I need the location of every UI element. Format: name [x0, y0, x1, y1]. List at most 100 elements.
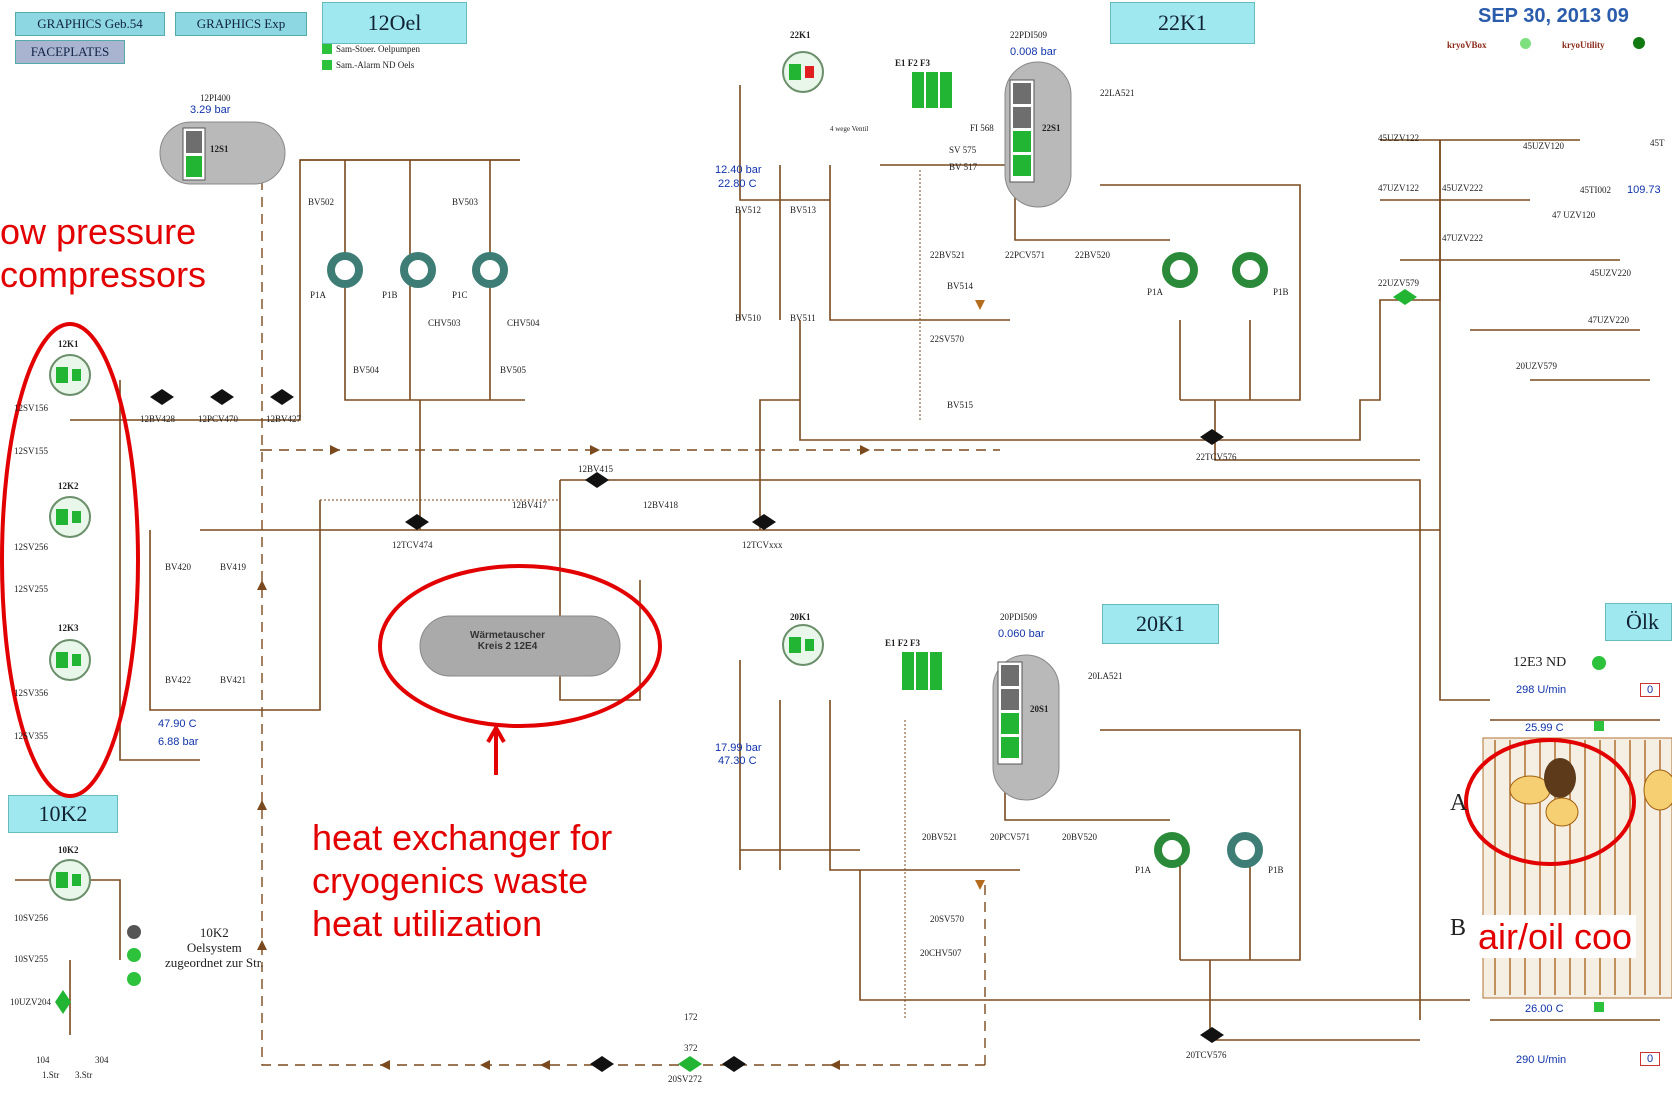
- valve-tag[interactable]: BV511: [790, 313, 816, 323]
- valve-tag[interactable]: CHV504: [507, 318, 540, 328]
- valve-tag[interactable]: 12SV356: [14, 688, 49, 698]
- filters-20-label: E1 F2 F3: [885, 638, 920, 648]
- speed2-box[interactable]: 0: [1640, 1052, 1661, 1066]
- valve-tag[interactable]: BV422: [165, 675, 192, 685]
- section-10k2[interactable]: 10K2: [8, 795, 118, 833]
- valve-tag[interactable]: 45UZV122: [1378, 133, 1419, 143]
- faceplates-button[interactable]: FACEPLATES: [15, 40, 125, 64]
- pdi509-22-value[interactable]: 0.008 bar: [1010, 46, 1057, 58]
- valve-tag[interactable]: 45UZV120: [1523, 141, 1564, 151]
- valve-tag[interactable]: BV513: [790, 205, 817, 215]
- valve-tag[interactable]: BV420: [165, 562, 192, 572]
- valve-tag[interactable]: 12SV255: [14, 584, 49, 594]
- valve-tag[interactable]: 12SV355: [14, 731, 49, 741]
- k22-temp[interactable]: 22.80 C: [718, 178, 757, 190]
- valve-tag[interactable]: 104: [36, 1055, 50, 1065]
- valve-tag[interactable]: BV421: [220, 675, 247, 685]
- valve-tag[interactable]: 20PCV571: [990, 832, 1031, 842]
- valve-tag[interactable]: 22UZV579: [1378, 278, 1419, 288]
- valve-tag[interactable]: BV512: [735, 205, 762, 215]
- section-olk[interactable]: Ölk: [1605, 603, 1672, 641]
- oil-temp[interactable]: 47.90 C: [158, 718, 197, 730]
- valve-tag[interactable]: 20SV570: [930, 914, 965, 924]
- k10k2-line: Oelsystem: [186, 940, 242, 955]
- valve-tag[interactable]: BV510: [735, 313, 762, 323]
- oil-pressure[interactable]: 6.88 bar: [158, 736, 199, 748]
- valve-tag[interactable]: 20UZV579: [1516, 361, 1557, 371]
- valve-tag[interactable]: 22LA521: [1100, 88, 1135, 98]
- strand-1-dot[interactable]: [127, 925, 141, 939]
- valve-tag[interactable]: 45T: [1650, 138, 1665, 148]
- speed1-box[interactable]: 0: [1640, 683, 1661, 697]
- valve-tag[interactable]: 12BV415: [578, 464, 614, 474]
- valve-tag[interactable]: 22SV570: [930, 334, 965, 344]
- alarm-oelpumpen-label: Sam-Stoer. Oelpumpen: [336, 44, 420, 54]
- temp-b-value[interactable]: 26.00 C: [1525, 1003, 1564, 1015]
- strand-2-dot[interactable]: [127, 948, 141, 962]
- pi400-value[interactable]: 3.29 bar: [190, 104, 231, 116]
- valve-tag[interactable]: 12BV417: [512, 500, 548, 510]
- graphics-exp-button[interactable]: GRAPHICS Exp: [175, 12, 307, 36]
- valve-tag[interactable]: 20TCV576: [1186, 1050, 1227, 1060]
- valve-tag[interactable]: 1.Str: [42, 1070, 60, 1080]
- valve-tag[interactable]: 372: [684, 1043, 698, 1053]
- valve-tag[interactable]: 20BV521: [922, 832, 958, 842]
- valve-tag[interactable]: 12TCV474: [392, 540, 433, 550]
- ti002-value[interactable]: 109.73: [1627, 184, 1661, 196]
- section-20k1[interactable]: 20K1: [1102, 604, 1219, 644]
- section-22k1[interactable]: 22K1: [1110, 2, 1255, 44]
- section-12oel[interactable]: 12Oel: [322, 2, 467, 44]
- valve-tag[interactable]: 45UZV222: [1442, 183, 1483, 193]
- valve-tag[interactable]: 22BV521: [930, 250, 966, 260]
- valve-tag[interactable]: 12BV418: [643, 500, 679, 510]
- valve-tag[interactable]: BV515: [947, 400, 974, 410]
- valve-tag[interactable]: 20CHV507: [920, 948, 962, 958]
- valve-tag[interactable]: 22TCV576: [1196, 452, 1237, 462]
- valve-tag[interactable]: 20BV520: [1062, 832, 1098, 842]
- valve-tag[interactable]: SV 575: [949, 145, 977, 155]
- valve-tag[interactable]: BV503: [452, 197, 479, 207]
- k20-temp[interactable]: 47.30 C: [718, 755, 757, 767]
- valve-tag[interactable]: 12PCV470: [198, 414, 239, 424]
- valve-tag[interactable]: 3.Str: [75, 1070, 93, 1080]
- valve-tag[interactable]: 12SV155: [14, 446, 49, 456]
- valve-tag[interactable]: 12TCVxxx: [742, 540, 783, 550]
- valve-tag[interactable]: 20LA521: [1088, 671, 1123, 681]
- valve-tag[interactable]: FI 568: [970, 123, 994, 133]
- valve-tag[interactable]: 172: [684, 1012, 698, 1022]
- valve-tag[interactable]: BV419: [220, 562, 247, 572]
- valve-tag[interactable]: BV502: [308, 197, 335, 207]
- temp-a-value[interactable]: 25.99 C: [1525, 722, 1564, 734]
- valve-tag[interactable]: 12SV256: [14, 542, 49, 552]
- k10k2-info: 10K2 Oelsystem zugeordnet zur Str.: [165, 925, 264, 970]
- speed2-value[interactable]: 290 U/min: [1516, 1054, 1567, 1066]
- valve-tag[interactable]: 22BV520: [1075, 250, 1111, 260]
- valve-tag[interactable]: BV514: [947, 281, 974, 291]
- valve-tag[interactable]: 12BV428: [140, 414, 176, 424]
- k20-pressure[interactable]: 17.99 bar: [715, 742, 762, 754]
- valve-tag[interactable]: 47 UZV120: [1552, 210, 1596, 220]
- valve-tag[interactable]: BV504: [353, 365, 380, 375]
- valve-tag[interactable]: CHV503: [428, 318, 461, 328]
- valve-tag[interactable]: 12BV427: [266, 414, 302, 424]
- graphics-geb54-button[interactable]: GRAPHICS Geb.54: [15, 12, 165, 36]
- valve-tag[interactable]: 47UZV122: [1378, 183, 1419, 193]
- valve-tag[interactable]: BV505: [500, 365, 527, 375]
- valve-tag[interactable]: 47UZV220: [1588, 315, 1629, 325]
- valve-tag[interactable]: 10SV256: [14, 913, 49, 923]
- valve-tag[interactable]: 22PCV571: [1005, 250, 1046, 260]
- valve-tag[interactable]: BV 517: [949, 162, 978, 172]
- valve-tag[interactable]: 10UZV204: [10, 997, 51, 1007]
- valve-tag[interactable]: 10SV255: [14, 954, 49, 964]
- valve-tag[interactable]: 20SV272: [668, 1074, 703, 1084]
- k22-pressure[interactable]: 12.40 bar: [715, 164, 762, 176]
- valve-tag[interactable]: 12SV156: [14, 403, 49, 413]
- valve-tag[interactable]: 47UZV222: [1442, 233, 1483, 243]
- valve-tag[interactable]: 45UZV220: [1590, 268, 1631, 278]
- pdi509-20-value[interactable]: 0.060 bar: [998, 628, 1045, 640]
- strand-3-dot[interactable]: [127, 972, 141, 986]
- kryoutility-status-dot: [1633, 37, 1645, 49]
- valve-tag[interactable]: 304: [95, 1055, 109, 1065]
- valve-tag[interactable]: 4 wege Ventil: [830, 125, 869, 133]
- speed1-value[interactable]: 298 U/min: [1516, 684, 1567, 696]
